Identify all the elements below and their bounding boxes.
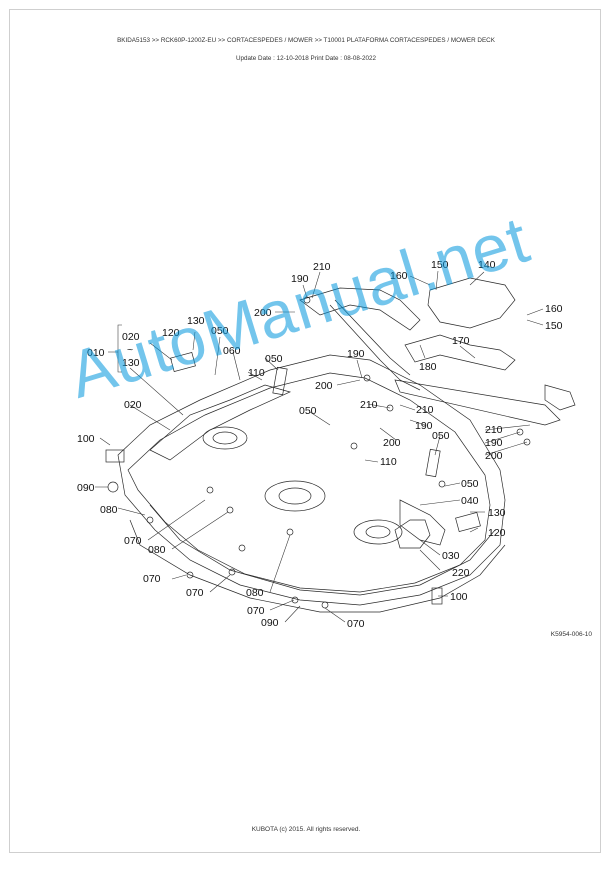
callout-label: 120 (488, 527, 506, 539)
callout-label: 170 (452, 335, 470, 347)
callout-label: ~ (127, 344, 133, 356)
callout-labels: 010 020 130 ~ 120 130 050 060 050 110 19… (77, 259, 563, 630)
copyright-footer: KUBOTA (c) 2015. All rights reserved. (251, 826, 361, 833)
callout-label: 100 (77, 433, 95, 445)
callout-label: 020 (122, 331, 140, 343)
page-frame (9, 9, 601, 853)
callout-label: 010 (87, 347, 105, 359)
callout-label: 110 (380, 456, 397, 468)
callout-label: 180 (419, 361, 437, 373)
callout-label: 220 (452, 567, 470, 579)
callout-label: 190 (485, 437, 503, 449)
callout-label: 200 (383, 437, 401, 449)
callout-label: 130 (122, 357, 140, 369)
callout-label: 070 (247, 605, 265, 617)
callout-label: 080 (100, 504, 118, 516)
callout-label: 050 (211, 325, 229, 337)
callout-label: 140 (478, 259, 496, 271)
breadcrumb: BKIDA5153 >> RCK60P-1200Z-EU >> CORTACES… (117, 37, 495, 44)
callout-label: 060 (223, 345, 241, 357)
callout-label: 210 (360, 399, 378, 411)
callout-label: 200 (254, 307, 272, 319)
hardware-parts (105, 296, 531, 609)
callout-label: 050 (299, 405, 317, 417)
callout-label: 190 (291, 273, 309, 285)
callout-label: 160 (545, 303, 563, 315)
callout-label: 070 (143, 573, 161, 585)
callout-label: 130 (187, 315, 205, 327)
callout-label: 200 (315, 380, 333, 392)
lift-links (299, 277, 576, 426)
callout-label: 120 (162, 327, 180, 339)
callout-label: 070 (124, 535, 142, 547)
callout-label: 210 (313, 261, 331, 273)
callout-label: 130 (488, 507, 506, 519)
callout-label: 090 (261, 617, 279, 629)
callout-label: 090 (77, 482, 95, 494)
callout-label: 160 (390, 270, 408, 282)
callout-label: 190 (415, 420, 433, 432)
callout-label: 080 (246, 587, 264, 599)
callout-label: 210 (485, 424, 503, 436)
callout-label: 080 (148, 544, 166, 556)
callout-label: 110 (248, 367, 265, 379)
callout-label: 150 (545, 320, 563, 332)
callout-label: 050 (265, 353, 283, 365)
group-bracket (117, 324, 122, 373)
callout-label: 070 (186, 587, 204, 599)
leader-lines (95, 270, 544, 623)
figure-code: K5954-006-10 (550, 631, 592, 638)
callout-label: 150 (431, 259, 449, 271)
callout-label: 030 (442, 550, 460, 562)
callout-label: 100 (450, 591, 468, 603)
callout-label: 020 (124, 399, 142, 411)
callout-label: 040 (461, 495, 479, 507)
callout-label: 200 (485, 450, 503, 462)
callout-label: 210 (416, 404, 434, 416)
callout-label: 070 (347, 618, 365, 630)
mower-deck-body (117, 354, 506, 613)
callout-label: 190 (347, 348, 365, 360)
callout-label: 050 (461, 478, 479, 490)
callout-label: 050 (432, 430, 450, 442)
update-print-dates: Update Date : 12-10-2018 Print Date : 08… (235, 55, 377, 62)
